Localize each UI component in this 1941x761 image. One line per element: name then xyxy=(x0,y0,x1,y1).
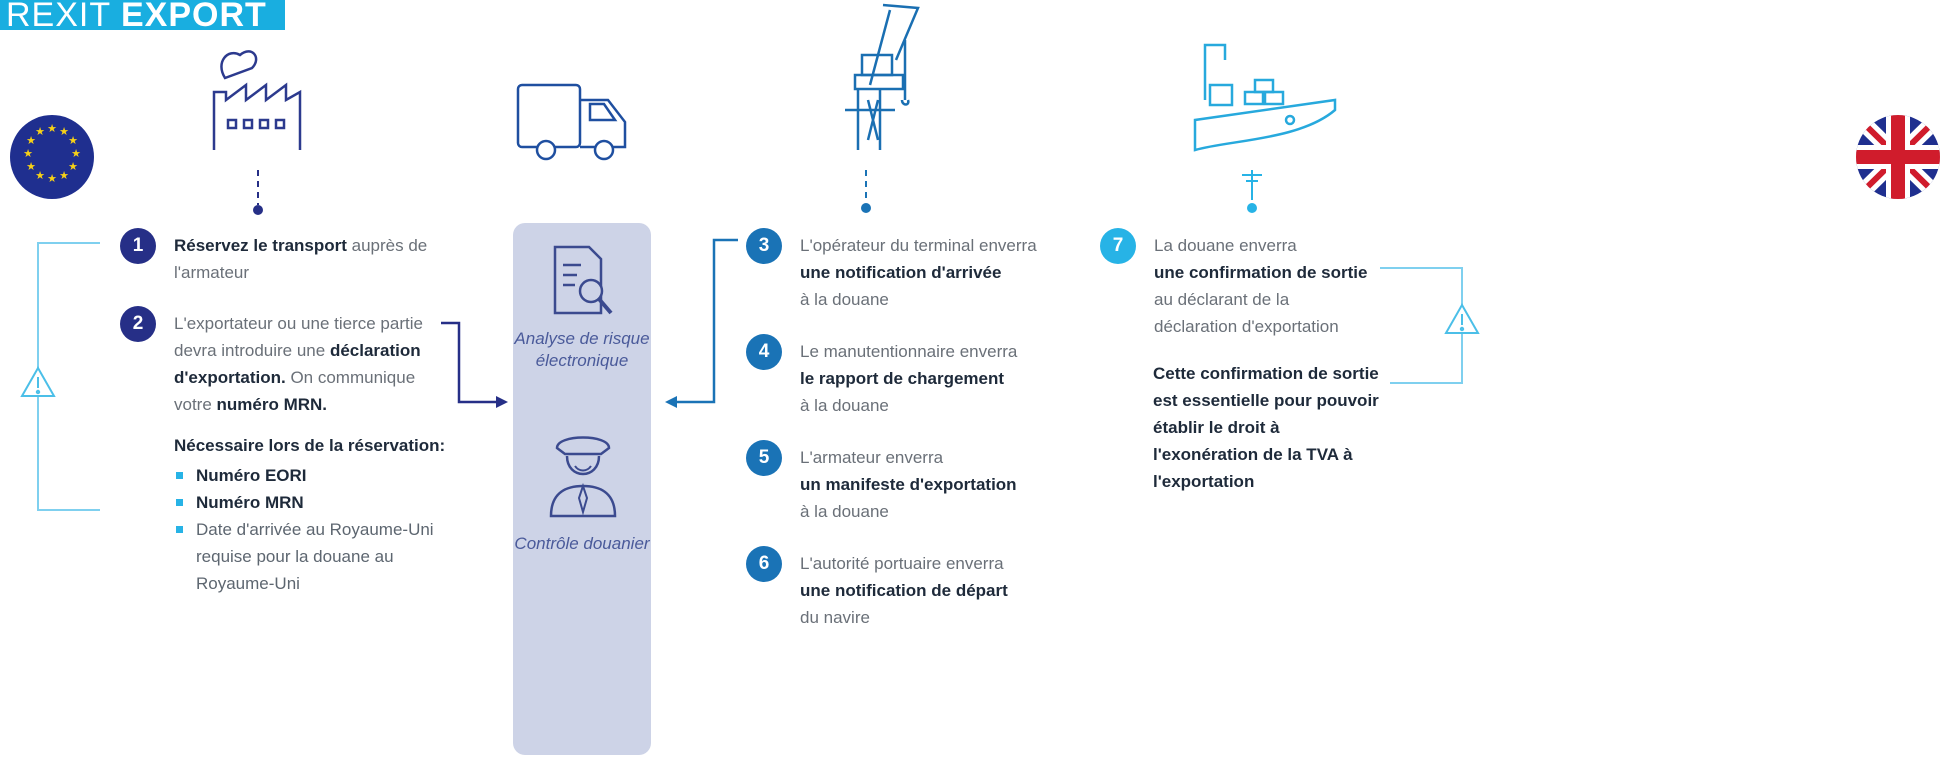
eu-flag-icon: ★★★ ★★★ ★★★ ★★★ xyxy=(10,115,94,199)
svg-text:★: ★ xyxy=(47,122,57,135)
step-text: Le manutentionnaire enverra xyxy=(800,342,1018,361)
step-text: au déclarant de la déclaration d'exporta… xyxy=(1154,290,1339,336)
svg-text:★: ★ xyxy=(59,125,69,138)
vat-note: Cette confirmation de sortie est essenti… xyxy=(1153,364,1379,491)
list-item: Numéro MRN xyxy=(174,489,464,516)
customs-officer-icon xyxy=(549,436,617,518)
step-bold: Réservez le transport xyxy=(174,236,347,255)
requirements-block: Nécessaire lors de la réservation: Numér… xyxy=(174,436,464,597)
warning-icon xyxy=(1444,302,1480,334)
step-number: 1 xyxy=(120,228,156,264)
step-bold: déclaration d'exportation. xyxy=(174,341,421,387)
factory-icon xyxy=(212,50,302,150)
list-item: Numéro EORI xyxy=(174,462,464,489)
step-bold: une notification de départ xyxy=(800,581,1008,600)
svg-text:★: ★ xyxy=(23,147,33,160)
step-7: 7 La douane enverra une confirmation de s… xyxy=(1100,228,1370,340)
svg-text:★: ★ xyxy=(26,160,36,173)
cargo-ship-icon xyxy=(1193,43,1337,152)
customs-panel: Analyse de risque électronique Contrôle … xyxy=(513,223,651,755)
step-5: 5 L'armateur enverra un manifeste d'expor… xyxy=(746,440,1066,525)
step-number: 2 xyxy=(120,306,156,342)
svg-text:★: ★ xyxy=(68,134,78,147)
warning-icon xyxy=(20,365,56,397)
title-light: REXIT xyxy=(6,0,121,30)
step-text: La douane enverra xyxy=(1154,236,1297,255)
svg-text:★: ★ xyxy=(68,160,78,173)
step-bold: un manifeste d'exportation xyxy=(800,475,1017,494)
analysis-caption: Analyse de risque électronique xyxy=(514,329,650,370)
svg-text:★: ★ xyxy=(26,134,36,147)
uk-flag-icon xyxy=(1856,115,1940,199)
requirements-title: Nécessaire lors de la réservation: xyxy=(174,436,446,455)
step-text: à la douane xyxy=(800,396,889,415)
step-bold: le rapport de chargement xyxy=(800,369,1005,388)
port-crane-icon xyxy=(845,3,920,150)
control-caption: Contrôle douanier xyxy=(514,534,650,553)
truck-icon xyxy=(516,83,627,161)
svg-text:★: ★ xyxy=(71,147,81,160)
document-search-icon xyxy=(553,245,613,315)
step-number: 6 xyxy=(746,546,782,582)
step-text: du navire xyxy=(800,608,870,627)
step-number: 7 xyxy=(1100,228,1136,264)
step-text: L'armateur enverra xyxy=(800,448,944,467)
step-2: 2 L'exportateur ou une tierce partie dev… xyxy=(120,306,438,418)
step-bold: une confirmation de sortie xyxy=(1154,263,1368,282)
step-text: L'autorité portuaire enverra xyxy=(800,554,1004,573)
step-text: à la douane xyxy=(800,290,889,309)
step-6: 6 L'autorité portuaire enverra une notifi… xyxy=(746,546,1066,631)
step-number: 3 xyxy=(746,228,782,264)
step-bold: numéro MRN. xyxy=(216,395,328,414)
step-bold: une notification d'arrivée xyxy=(800,263,1002,282)
step-text: On communique votre xyxy=(174,368,416,414)
svg-text:★: ★ xyxy=(35,125,45,138)
page-title: REXIT EXPORT xyxy=(0,0,285,30)
svg-text:★: ★ xyxy=(35,169,45,182)
step-text: auprès de l'armateur xyxy=(174,236,428,282)
step-number: 4 xyxy=(746,334,782,370)
step-text: L'opérateur du terminal enverra xyxy=(800,236,1037,255)
svg-text:★: ★ xyxy=(47,172,57,185)
requirements-list: Numéro EORI Numéro MRN Date d'arrivée au… xyxy=(174,462,464,597)
step-3: 3 L'opérateur du terminal enverra une not… xyxy=(746,228,1066,313)
step-1: 1 Réservez le transport auprès de l'arma… xyxy=(120,228,450,286)
list-item: Date d'arrivée au Royaume-Uni requise po… xyxy=(174,516,464,597)
step-4: 4 Le manutentionnaire enverra le rapport … xyxy=(746,334,1066,419)
step-number: 5 xyxy=(746,440,782,476)
step-text: à la douane xyxy=(800,502,889,521)
step-text: L'exportateur ou une tierce partie devra… xyxy=(174,314,423,360)
title-bold: EXPORT xyxy=(120,0,267,30)
svg-text:★: ★ xyxy=(59,169,69,182)
